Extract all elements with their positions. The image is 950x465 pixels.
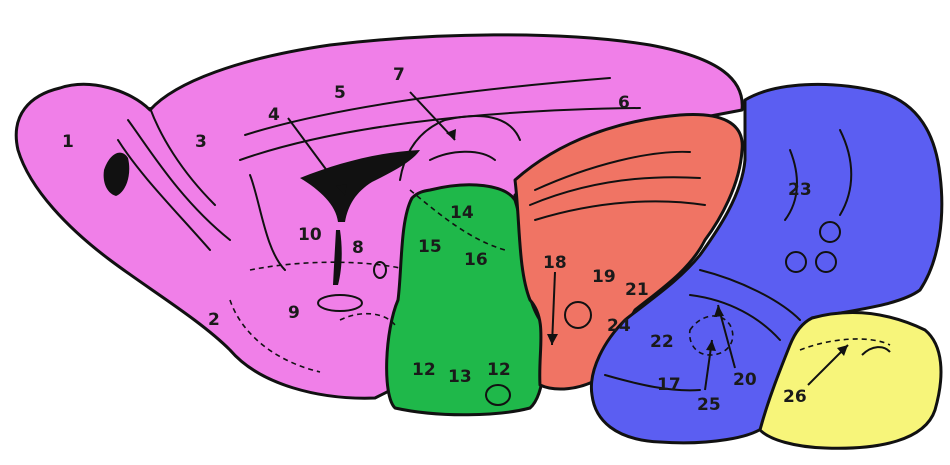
label-6: 6 — [618, 93, 630, 113]
label-8: 8 — [352, 238, 364, 258]
label-13: 13 — [448, 367, 472, 387]
label-2: 2 — [208, 310, 220, 330]
label-3: 3 — [195, 132, 207, 152]
label-10: 10 — [298, 225, 322, 245]
label-17: 17 — [657, 375, 681, 395]
label-21: 21 — [625, 280, 649, 300]
label-19: 19 — [592, 267, 616, 287]
label-23: 23 — [788, 180, 812, 200]
label-14: 14 — [450, 203, 474, 223]
label-20: 20 — [733, 370, 757, 390]
label-12-right: 12 — [487, 360, 511, 380]
label-15: 15 — [418, 237, 442, 257]
label-26: 26 — [783, 387, 807, 407]
label-9: 9 — [288, 303, 300, 323]
label-4: 4 — [268, 105, 280, 125]
label-18: 18 — [543, 253, 567, 273]
label-1: 1 — [62, 132, 74, 152]
label-5: 5 — [334, 83, 346, 103]
label-7: 7 — [393, 65, 405, 85]
label-25: 25 — [697, 395, 721, 415]
label-16: 16 — [464, 250, 488, 270]
label-22: 22 — [650, 332, 674, 352]
label-24: 24 — [607, 316, 631, 336]
label-12-left: 12 — [412, 360, 436, 380]
